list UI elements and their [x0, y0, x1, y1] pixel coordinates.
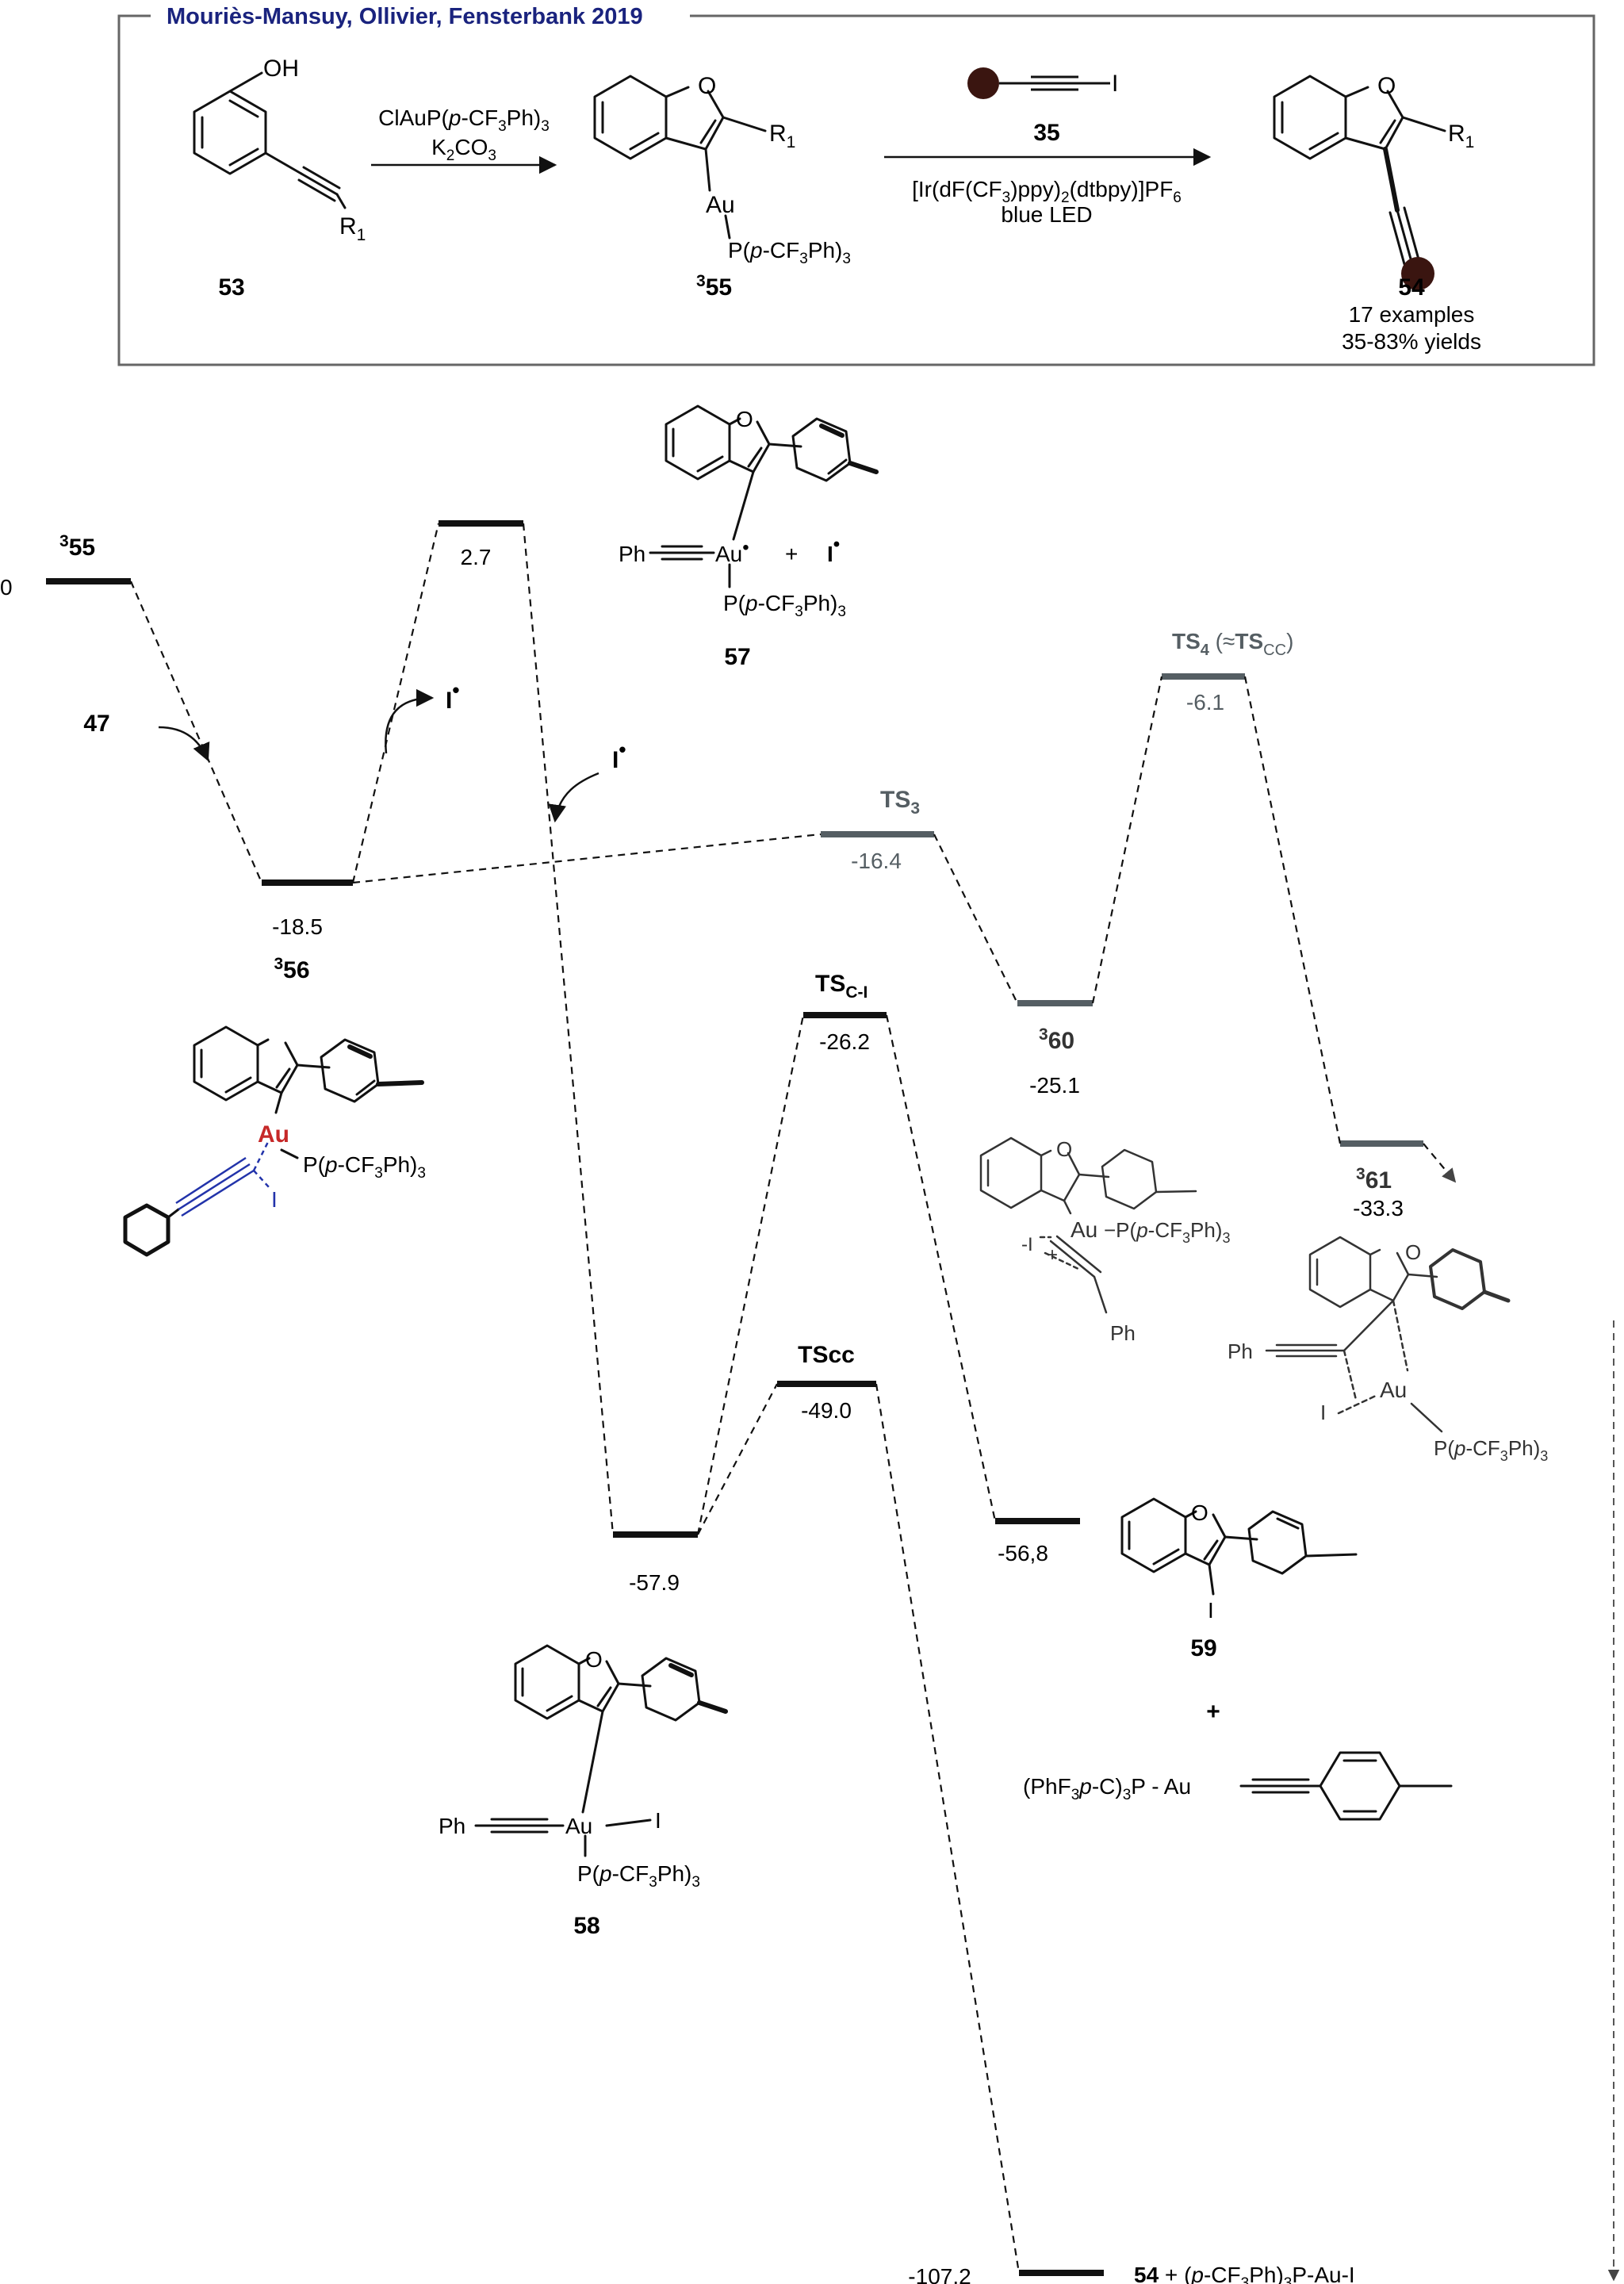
- structure-355: [593, 75, 767, 240]
- label-59: 59: [1190, 1635, 1216, 1661]
- label-58: 58: [573, 1913, 599, 1939]
- value-356: -18.5: [272, 914, 323, 939]
- phosphine-356: P(p-CF3Ph)3: [303, 1152, 426, 1182]
- structure-54: [1273, 75, 1446, 266]
- plus-59: +: [1206, 1699, 1220, 1725]
- citation-title: Mouriès-Mansuy, Ollivier, Fensterbank 20…: [167, 4, 643, 29]
- reagent-au-label: ClAuP(p-CF3Ph)3: [378, 105, 550, 135]
- ph-57: Ph: [619, 542, 645, 566]
- au-356: Au: [258, 1121, 289, 1148]
- label-47: 47: [83, 711, 109, 737]
- reagent-base-label: K2CO3: [431, 135, 496, 164]
- structure-58: [474, 1644, 728, 1857]
- oh-label: OH: [263, 56, 299, 82]
- furan-o-54: O: [1377, 73, 1396, 99]
- value-tsci: -26.2: [819, 1029, 870, 1054]
- label-356: 356: [274, 955, 309, 983]
- compound-355-label: 355: [696, 272, 732, 301]
- au-58: Au: [565, 1814, 592, 1838]
- au-361: Au: [1380, 1378, 1407, 1402]
- structure-356: [123, 1025, 424, 1257]
- label-360: 360: [1039, 1025, 1074, 1054]
- iodine-radical-out: I•: [446, 678, 459, 714]
- compound-54-label: 54: [1398, 274, 1425, 301]
- r1-label-53: R1: [339, 213, 366, 244]
- label-57: 57: [724, 644, 750, 670]
- value-ts-top: 2.7: [461, 545, 492, 569]
- photocatalyst-label: [Ir(dF(CF3)ppy)2(dtbpy)]PF6: [912, 177, 1182, 206]
- iodine-356: I: [271, 1187, 278, 1212]
- phosphine-361: P(p-CF3Ph)3: [1434, 1436, 1548, 1464]
- substituent-ball-icon: [967, 67, 999, 99]
- furan-o-360: O: [1056, 1137, 1072, 1161]
- iodide-360: -I: [1021, 1234, 1033, 1255]
- furan-o-355: O: [698, 73, 716, 99]
- iodoalkyne-35: [999, 75, 1110, 91]
- label-ts3: TS3: [880, 787, 920, 818]
- value-361: -33.3: [1353, 1196, 1404, 1221]
- structure-59: [1120, 1497, 1358, 1596]
- label-tsci: TSC-I: [815, 971, 868, 1002]
- furan-o-57: O: [736, 407, 753, 431]
- light-label: blue LED: [1001, 202, 1092, 227]
- zero-level-label: 0: [0, 575, 13, 600]
- furan-o-59: O: [1191, 1500, 1208, 1525]
- ph-360: Ph: [1110, 1321, 1136, 1345]
- label-ts4: TS4 (≈TSCC): [1172, 629, 1293, 659]
- structure-361: [1265, 1236, 1511, 1433]
- phosphine-57: P(p-CF3Ph)3: [723, 591, 846, 620]
- value-ts3: -16.4: [851, 849, 902, 873]
- plus-360: +: [1047, 1244, 1058, 1266]
- phosphine-360: −P(p-CF3Ph)3: [1104, 1218, 1230, 1246]
- au-alkynyl-label: (PhF3p-C)3P - Au: [1023, 1774, 1191, 1803]
- au-alkynyl-structure: [1239, 1751, 1453, 1821]
- ph-58: Ph: [439, 1814, 465, 1838]
- label-355: 355: [59, 532, 95, 561]
- label-361: 361: [1356, 1165, 1392, 1194]
- blue-alkyne-356: [175, 1141, 270, 1217]
- structure-360: [979, 1136, 1197, 1314]
- label-final: 54 + (p-CF3Ph)3P-Au-I: [1134, 2263, 1355, 2284]
- phosphine-58: P(p-CF3Ph)3: [577, 1861, 700, 1891]
- furan-o-58: O: [585, 1647, 603, 1672]
- curved-arrows: [158, 688, 599, 823]
- iodine-radical-in: I•: [612, 738, 626, 773]
- au-360: Au: [1071, 1217, 1097, 1242]
- structure-57: [649, 404, 879, 588]
- furan-o-361: O: [1405, 1240, 1421, 1264]
- iodine-35: I: [1112, 71, 1118, 97]
- value-ts4: -6.1: [1186, 690, 1224, 715]
- iodine-57: I•: [827, 534, 840, 566]
- structure-53: [193, 71, 347, 209]
- substituent-ball-icon: [1401, 257, 1434, 290]
- r1-label-355: R1: [769, 121, 795, 151]
- au-57: Au•: [715, 537, 749, 566]
- phosphine-label-355: P(p-CF3Ph)3: [728, 238, 851, 267]
- value-360: -25.1: [1029, 1073, 1080, 1098]
- energy-profile: 0 355 2.7 -18.5 356 TS3 -16.4 TS4 (≈TSCC…: [0, 404, 1620, 2284]
- examples-text: 17 examples: [1349, 302, 1475, 327]
- iodine-58: I: [655, 1808, 661, 1833]
- yields-text: 35-83% yields: [1342, 329, 1481, 354]
- value-final: -107.2: [908, 2264, 971, 2284]
- reaction-scheme-box: Mouriès-Mansuy, Ollivier, Fensterbank 20…: [117, 4, 1595, 366]
- plus-57: +: [785, 542, 798, 566]
- profile-connectors: [129, 523, 1620, 2282]
- compound-35-label: 35: [1033, 120, 1059, 146]
- compound-53-label: 53: [218, 274, 244, 301]
- value-59: -56,8: [998, 1541, 1048, 1565]
- ph-361: Ph: [1228, 1339, 1253, 1363]
- r1-label-54: R1: [1448, 121, 1474, 151]
- value-tscc: -49.0: [801, 1398, 852, 1423]
- iodine-59: I: [1208, 1598, 1214, 1623]
- label-tscc: TScc: [798, 1342, 855, 1368]
- iodine-361: I: [1320, 1401, 1326, 1424]
- value-58: -57.9: [629, 1570, 680, 1595]
- au-label-355: Au: [706, 192, 735, 218]
